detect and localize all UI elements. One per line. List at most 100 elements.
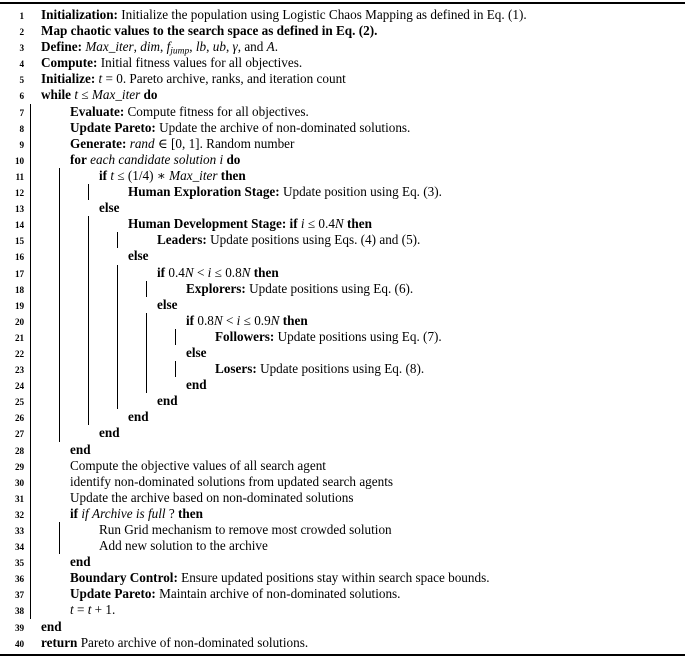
indent-guide-line — [30, 505, 32, 522]
line-number: 24 — [15, 381, 24, 392]
indent-guide-line — [30, 377, 32, 394]
line-number: 27 — [15, 429, 24, 440]
indent-guide-line — [30, 602, 32, 619]
pseudocode-line-text: else — [99, 200, 120, 216]
indent-guide-line — [59, 264, 61, 281]
indent-guides — [0, 619, 685, 635]
indent-guide-line — [146, 312, 148, 329]
indent-guide-line — [146, 280, 148, 297]
indent-guide-line — [30, 393, 32, 410]
indent-guide-line — [117, 312, 119, 329]
indent-guide-line — [30, 280, 32, 297]
indent-guide-line — [30, 200, 32, 217]
pseudocode-line-text: return Pareto archive of non-dominated s… — [41, 634, 309, 650]
line-number: 10 — [15, 155, 24, 166]
indent-guide-line — [30, 538, 32, 555]
pseudocode-line: 10 for each candidate solution i do — [0, 151, 685, 168]
line-number: 38 — [15, 606, 24, 617]
line-number: 3 — [19, 43, 25, 54]
line-number: 31 — [15, 493, 24, 504]
line-number: 22 — [15, 348, 24, 359]
indent-guide-line — [30, 473, 32, 490]
indent-guide-line — [59, 248, 61, 265]
indent-guide-line — [117, 280, 119, 297]
indent-guide-line — [88, 184, 90, 201]
indent-guide-line — [146, 377, 148, 394]
indent-guides — [0, 264, 685, 281]
indent-guide-line — [30, 570, 32, 587]
line-number: 18 — [15, 284, 24, 295]
indent-guide-line — [88, 377, 90, 394]
indent-guide-line — [59, 167, 61, 185]
bottom-horizontal-rule — [0, 654, 685, 656]
line-number: 35 — [15, 558, 24, 569]
line-number: 28 — [15, 445, 24, 456]
indent-guide-line — [117, 328, 119, 345]
line-number: 39 — [15, 622, 24, 633]
pseudocode-line-text: Evaluate: Compute fitness for all object… — [70, 103, 309, 119]
indent-guide-line — [117, 232, 119, 249]
indent-guide-line — [59, 280, 61, 297]
indent-guides — [0, 296, 685, 313]
indent-guide-line — [59, 377, 61, 394]
indent-guide-line — [88, 361, 90, 378]
pseudocode-line-text: end — [70, 554, 91, 570]
pseudocode-line-text: Human Development Stage: if i ≤ 0.4N the… — [128, 216, 372, 232]
indent-guides — [0, 377, 685, 394]
pseudocode-line-text: end — [99, 425, 120, 441]
indent-guide-line — [30, 135, 32, 152]
indent-guide-line — [59, 522, 61, 539]
indent-guide-line — [59, 184, 61, 201]
indent-guide-line — [59, 312, 61, 329]
indent-guide-line — [117, 344, 119, 362]
pseudocode-line-text: Define: Max_iter, dim, fjump, lb, ub, γ,… — [41, 39, 279, 57]
indent-guide-line — [146, 328, 148, 345]
line-number: 6 — [19, 91, 25, 102]
line-number: 20 — [15, 316, 24, 327]
pseudocode-line-text: Update Pareto: Maintain archive of non-d… — [70, 586, 401, 602]
pseudocode-line: 35 end — [0, 554, 685, 571]
line-number: 16 — [15, 252, 24, 263]
pseudocode-line-text: Update the archive based on non-dominate… — [70, 489, 354, 505]
line-number: 12 — [15, 188, 24, 199]
indent-guides — [0, 248, 685, 265]
pseudocode-line-text: if t ≤ (1/4) ∗ Max_iter then — [99, 167, 246, 183]
pseudocode-line-text: if if Archive is full ? then — [70, 505, 203, 521]
indent-guide-line — [88, 312, 90, 329]
pseudocode-line-text: Initialization: Initialize the populatio… — [41, 7, 527, 22]
indent-guide-line — [30, 167, 32, 185]
pseudocode-line-text: end — [128, 409, 149, 425]
indent-guides — [0, 393, 685, 410]
indent-guide-line — [88, 296, 90, 313]
indent-guide-line — [30, 554, 32, 571]
indent-guides — [0, 441, 685, 458]
indent-guide-line — [30, 264, 32, 281]
indent-guide-line — [30, 457, 32, 474]
indent-guide-line — [117, 264, 119, 281]
pseudocode-line-text: Map chaotic values to the search space a… — [41, 23, 378, 39]
indent-guides — [0, 312, 685, 329]
indent-guide-line — [146, 361, 148, 378]
pseudocode-line-text: Boundary Control: Ensure updated positio… — [70, 570, 490, 586]
pseudocode-line-text: Explorers: Update positions using Eq. (6… — [186, 280, 414, 296]
pseudocode-line-text: for each candidate solution i do — [70, 151, 241, 167]
top-horizontal-rule — [0, 2, 685, 4]
